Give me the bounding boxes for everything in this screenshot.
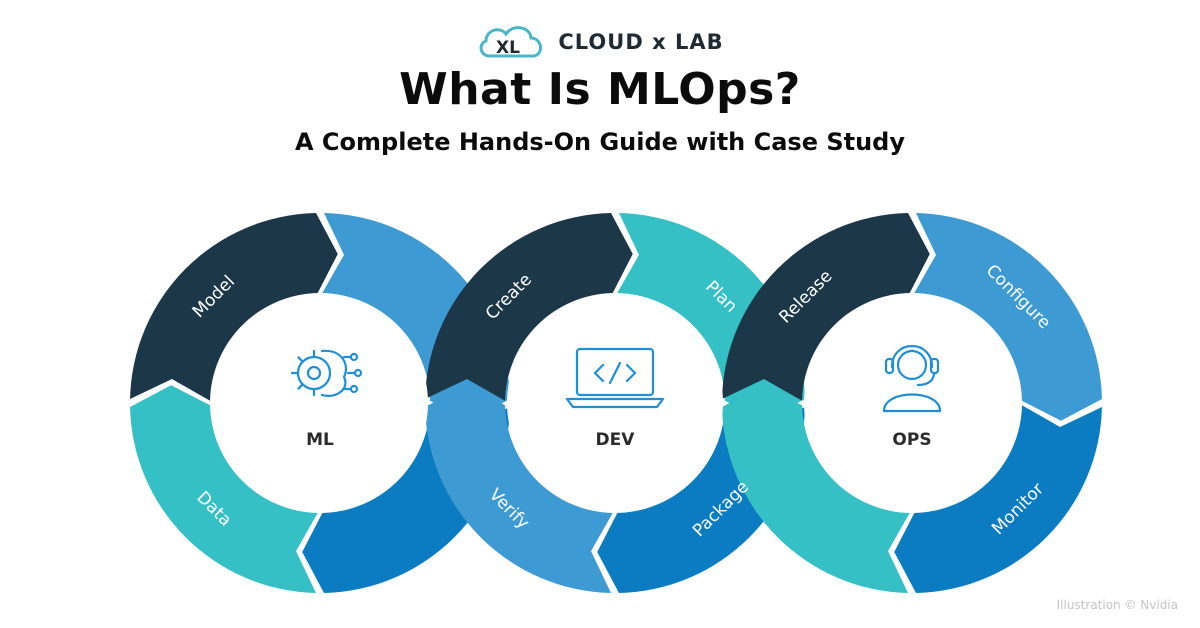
brand-header: XL CLOUD x LAB (0, 22, 1200, 62)
segment-ops-3 (722, 385, 910, 593)
brain-gear-icon (290, 349, 363, 397)
ring-center-label-ops: OPS (892, 430, 931, 450)
logo-text: XL (496, 38, 520, 58)
segment-configure (914, 213, 1102, 421)
ring-center-label-ml: ML (306, 430, 334, 450)
segment-monitor (894, 405, 1102, 593)
cloud-logo-icon: XL (480, 26, 543, 58)
page-title: What Is MLOps? (399, 64, 801, 115)
ring-center-disk (507, 295, 723, 511)
headset-operator-icon (882, 344, 942, 413)
page-subtitle: A Complete Hands-On Guide with Case Stud… (295, 128, 905, 156)
ring-center-disk (804, 295, 1020, 511)
segment-release (722, 213, 930, 401)
segment-create (425, 213, 633, 401)
segment-verify (425, 385, 613, 593)
ring-center-disk (212, 295, 428, 511)
ring-center-label-dev: DEV (596, 430, 636, 450)
laptop-code-icon (565, 347, 665, 409)
segment-model (130, 213, 338, 401)
segment-data (130, 385, 318, 593)
brand-name: CLOUD x LAB (558, 30, 724, 54)
ring-ops (722, 213, 1102, 593)
illustration-credit: Illustration © Nvidia (1056, 598, 1178, 612)
